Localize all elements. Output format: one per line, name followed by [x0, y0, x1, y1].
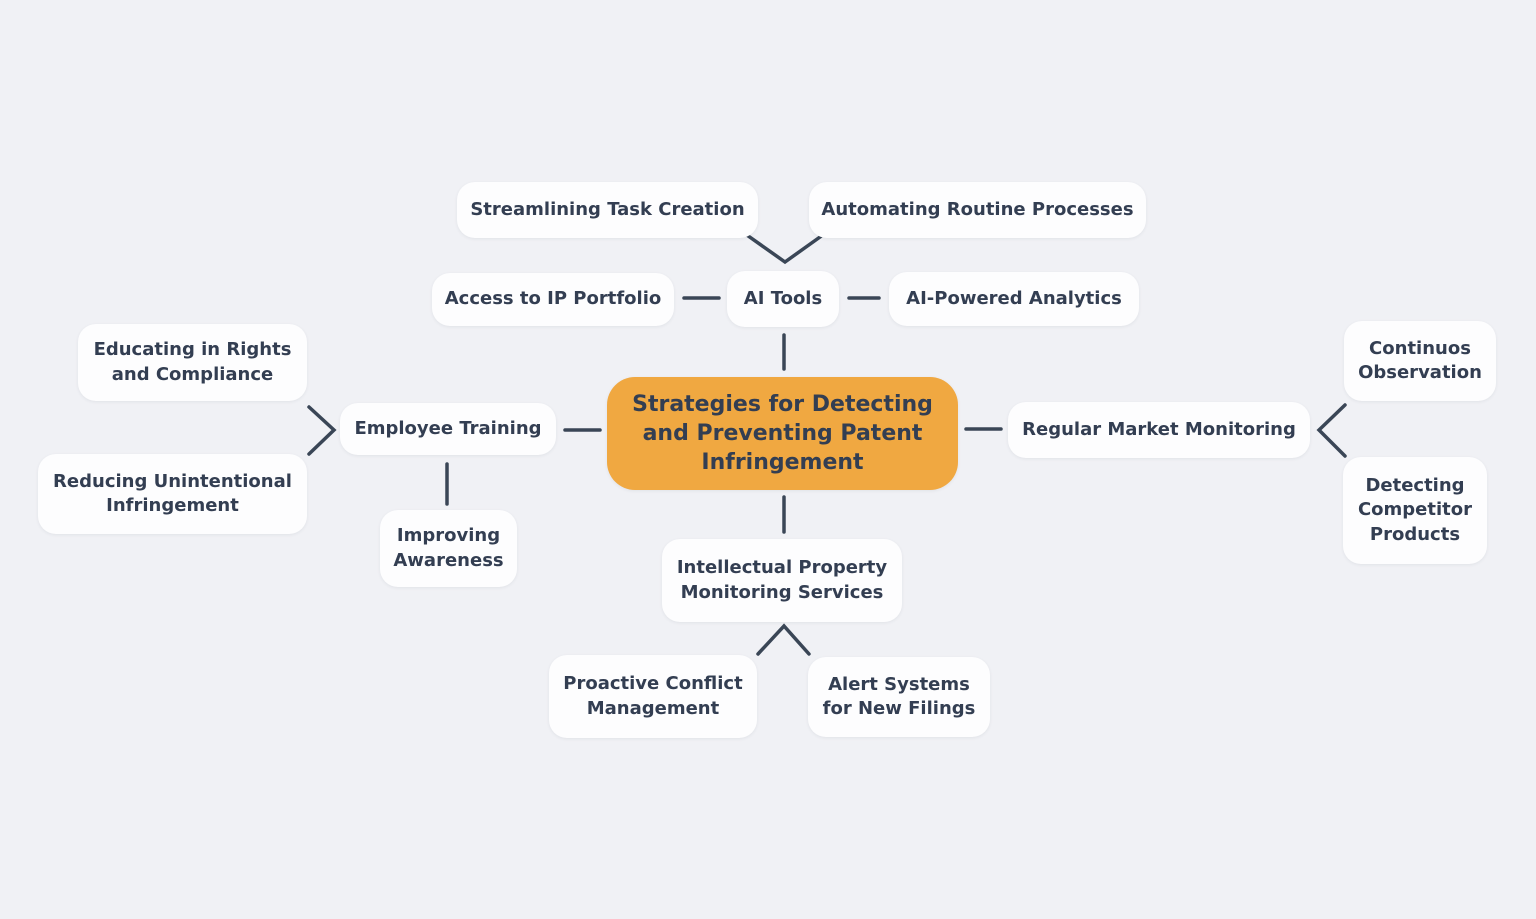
node-proactive-conflict-management-label: Proactive Conflict Management: [563, 673, 743, 719]
node-ai-powered-analytics[interactable]: AI-Powered Analytics: [889, 272, 1139, 326]
node-improving-awareness-label: Improving Awareness: [393, 525, 504, 571]
node-alert-systems-for-new-filings-label: Alert Systems for New Filings: [822, 673, 976, 719]
node-ai-tools-label: AI Tools: [743, 287, 823, 309]
node-ai-tools[interactable]: AI Tools: [727, 271, 839, 327]
node-root[interactable]: Strategies for Detecting and Preventing …: [607, 377, 958, 490]
connector-chevron-right-icon: [307, 405, 337, 456]
connector-chevron-down-icon: [742, 230, 829, 265]
node-continuos-observation-label: Continuos Observation: [1358, 337, 1482, 383]
node-educating-in-rights-and-compliance-label: Educating in Rights and Compliance: [93, 339, 292, 385]
node-proactive-conflict-management[interactable]: Proactive Conflict Management: [549, 655, 757, 738]
node-alert-systems-for-new-filings[interactable]: Alert Systems for New Filings: [808, 657, 990, 737]
node-ai-powered-analytics-label: AI-Powered Analytics: [906, 287, 1122, 309]
node-continuos-observation[interactable]: Continuos Observation: [1344, 321, 1496, 401]
node-regular-market-monitoring[interactable]: Regular Market Monitoring: [1008, 402, 1310, 458]
node-root-label: Strategies for Detecting and Preventing …: [632, 391, 933, 476]
node-access-to-ip-portfolio-label: Access to IP Portfolio: [444, 288, 662, 310]
node-improving-awareness[interactable]: Improving Awareness: [380, 510, 517, 587]
node-automating-routine-processes[interactable]: Automating Routine Processes: [809, 182, 1146, 238]
node-educating-in-rights-and-compliance[interactable]: Educating in Rights and Compliance: [78, 324, 307, 401]
node-intellectual-property-monitoring-services-label: Intellectual Property Monitoring Service…: [676, 557, 888, 603]
node-detecting-competitor-products[interactable]: Detecting Competitor Products: [1343, 457, 1487, 564]
node-detecting-competitor-products-label: Detecting Competitor Products: [1357, 474, 1473, 545]
node-intellectual-property-monitoring-services[interactable]: Intellectual Property Monitoring Service…: [662, 539, 902, 622]
node-regular-market-monitoring-label: Regular Market Monitoring: [1022, 418, 1296, 440]
node-streamlining-task-creation[interactable]: Streamlining Task Creation: [457, 182, 758, 238]
node-reducing-unintentional-infringement[interactable]: Reducing Unintentional Infringement: [38, 454, 307, 534]
node-automating-routine-processes-label: Automating Routine Processes: [821, 198, 1134, 220]
node-employee-training[interactable]: Employee Training: [340, 403, 556, 455]
node-reducing-unintentional-infringement-label: Reducing Unintentional Infringement: [53, 470, 292, 516]
connector-chevron-left-icon: [1316, 403, 1347, 458]
node-streamlining-task-creation-label: Streamlining Task Creation: [470, 198, 745, 220]
node-employee-training-label: Employee Training: [354, 417, 542, 439]
connector-chevron-up-icon: [756, 623, 811, 656]
node-access-to-ip-portfolio[interactable]: Access to IP Portfolio: [432, 273, 674, 326]
